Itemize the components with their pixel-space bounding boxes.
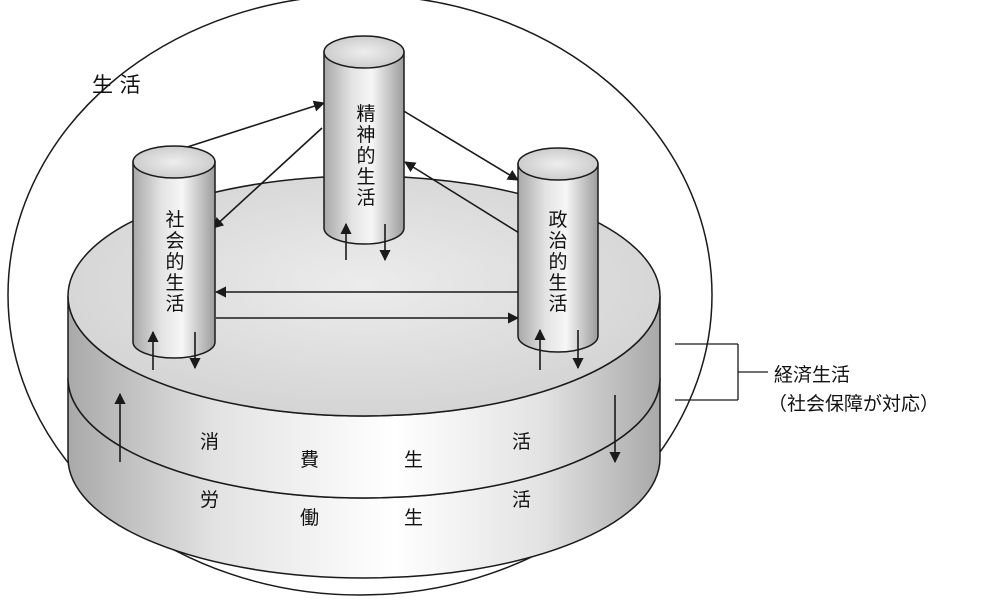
social-to-spiritual-arrow (177, 100, 326, 151)
political-life-pillar: 政治的生活 (517, 147, 599, 370)
pillar-vertical-text: 政治的生活 (548, 209, 567, 315)
outer-life-circle (7, 0, 713, 596)
svg-text:活: 活 (512, 431, 531, 453)
spiritual-to-social-arrow (212, 127, 323, 229)
svg-text:消: 消 (200, 431, 219, 453)
labor-label: 労 働 生 活 (200, 489, 531, 529)
outer-life-label: 生 活 (92, 73, 141, 97)
callout-subtitle: （社会保障が対応） (768, 393, 939, 415)
social-life-label: 社会的生活 (165, 209, 184, 315)
economic-life-bracket (675, 343, 768, 401)
svg-text:働: 働 (300, 507, 319, 529)
political-to-spiritual-arrow (404, 161, 525, 237)
pillar-vertical-text: 精神的生活 (356, 103, 375, 209)
svg-text:生: 生 (404, 449, 423, 471)
social-life-pillar: 社会的生活 (132, 145, 216, 370)
spiritual-life-label: 精神的生活 (356, 103, 375, 209)
spiritual-to-political-arrow (401, 109, 519, 181)
svg-text:生: 生 (404, 507, 423, 529)
svg-text:活: 活 (512, 489, 531, 511)
svg-text:費: 費 (300, 449, 319, 471)
callout-title: 経済生活 (774, 364, 850, 386)
consumption-label: 消 費 生 活 (200, 431, 531, 471)
spiritual-life-pillar: 精神的生活 (323, 35, 405, 262)
svg-text:労: 労 (200, 489, 219, 511)
political-life-label: 政治的生活 (548, 209, 567, 315)
pillar-vertical-text: 社会的生活 (165, 209, 184, 315)
